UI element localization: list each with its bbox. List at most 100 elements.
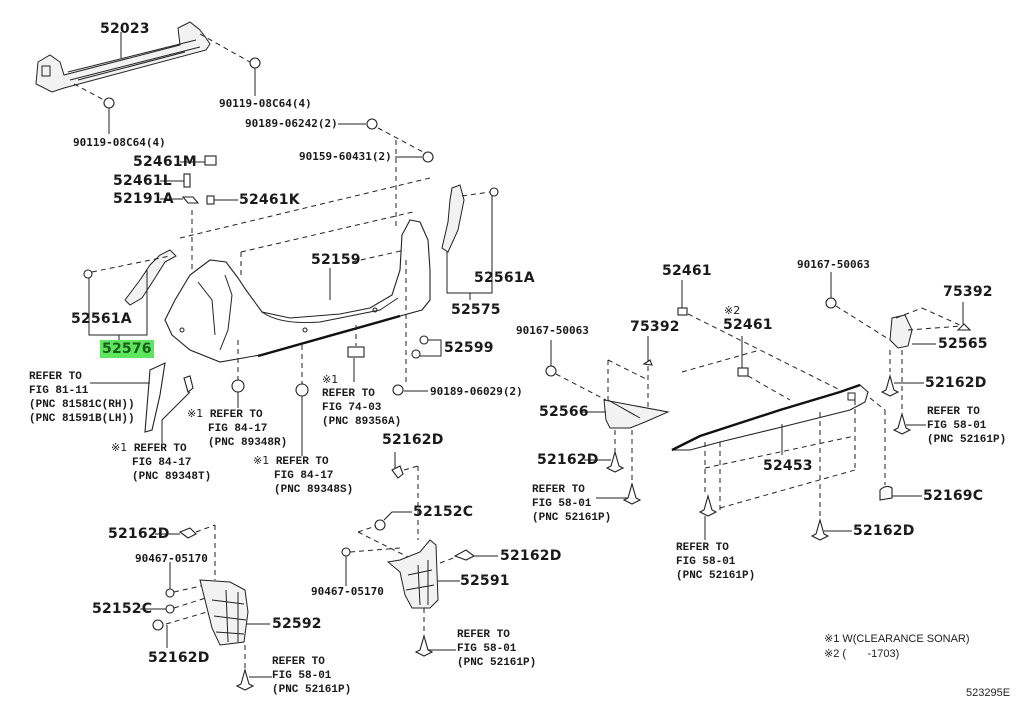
bolt-90119-left[interactable]	[103, 97, 115, 109]
clip-52162D-center-right[interactable]	[453, 549, 476, 561]
reference-fig-81-11[interactable]: REFER TO FIG 81-11 (PNC 81581C(RH)) (PNC…	[29, 370, 135, 426]
part-number-52599[interactable]: 52599	[444, 340, 494, 356]
pad-75392-left[interactable]	[642, 359, 653, 366]
screw-52561A-left[interactable]	[83, 269, 93, 279]
clip-52152C-left[interactable]	[165, 604, 175, 614]
part-number-52159[interactable]: 52159	[311, 252, 361, 268]
part-number-52461K[interactable]: 52461K	[239, 192, 300, 208]
part-number-52023[interactable]: 52023	[100, 21, 150, 37]
part-number-52461-b[interactable]: 52461	[723, 317, 773, 333]
clip-52152C-center[interactable]	[374, 519, 386, 531]
nut-90167-right[interactable]	[825, 297, 837, 309]
mudguard-52591[interactable]	[386, 539, 439, 609]
reference-fig-84-17-89348R[interactable]: ※1 REFER TO FIG 84-17 (PNC 89348R)	[187, 407, 287, 450]
sonar-bracket-89356A[interactable]	[347, 346, 365, 358]
reference-fig-74-03[interactable]: ※1 REFER TO FIG 74-03 (PNC 89356A)	[322, 373, 401, 429]
part-number-75392-left[interactable]: 75392	[630, 319, 680, 335]
clip-52599-a[interactable]	[419, 335, 429, 345]
pad-52191A[interactable]	[181, 196, 200, 204]
screw-90159[interactable]	[422, 151, 434, 163]
part-number-52561A-left[interactable]: 52561A	[71, 311, 132, 327]
part-number-52162D-center-right[interactable]: 52162D	[500, 548, 562, 564]
reflector-52566[interactable]	[603, 399, 670, 429]
part-number-52162D-bottom-right[interactable]: 52162D	[853, 523, 915, 539]
part-number-90119-left[interactable]: 90119-08C64(4)	[73, 136, 166, 149]
clip-52162D-center[interactable]	[391, 465, 404, 479]
part-number-52453[interactable]: 52453	[763, 458, 813, 474]
reference-fig-58-01-left[interactable]: REFER TO FIG 58-01 (PNC 52161P)	[272, 655, 351, 697]
pad-75392-right[interactable]	[956, 323, 972, 331]
part-number-90159-60431[interactable]: 90159-60431(2)	[299, 150, 392, 163]
sonar-sensor-89348T[interactable]	[183, 375, 194, 393]
cap-52169C[interactable]	[879, 485, 893, 501]
pad-52461-b[interactable]	[737, 367, 749, 377]
bracket-52575[interactable]	[441, 184, 465, 253]
part-number-52162D-left-top[interactable]: 52162D	[108, 526, 170, 542]
reflector-81581C[interactable]	[144, 362, 166, 433]
clip-52161P-center[interactable]	[414, 633, 434, 657]
bracket-52565[interactable]	[889, 314, 913, 349]
reference-fig-58-01-center[interactable]: REFER TO FIG 58-01 (PNC 52161P)	[457, 628, 536, 670]
clip-52162D-right-top[interactable]	[880, 373, 900, 397]
part-number-52162D-right-top[interactable]: 52162D	[925, 375, 987, 391]
part-number-52592[interactable]: 52592	[272, 616, 322, 632]
nut-90467-center[interactable]	[341, 547, 351, 557]
part-number-52162D-mid-left[interactable]: 52162D	[537, 452, 599, 468]
part-number-90189-06029[interactable]: 90189-06029(2)	[430, 385, 523, 398]
part-number-52191A[interactable]: 52191A	[113, 191, 174, 207]
bumper-cover-52159[interactable]	[164, 219, 431, 363]
reference-fig-84-17-89348S[interactable]: ※1 REFER TO FIG 84-17 (PNC 89348S)	[253, 454, 353, 497]
part-number-52162D-center[interactable]: 52162D	[382, 432, 444, 448]
pad-52461K[interactable]	[206, 195, 215, 205]
reference-fig-58-01-mid-left[interactable]: REFER TO FIG 58-01 (PNC 52161P)	[532, 483, 611, 525]
screw-52561A-right[interactable]	[489, 187, 499, 197]
pad-52461-a[interactable]	[677, 307, 688, 316]
mudguard-52592[interactable]	[199, 579, 249, 646]
bracket-52576[interactable]	[124, 249, 177, 306]
clip-52161P-mid[interactable]	[698, 493, 718, 517]
part-number-52162D-left-bottom[interactable]: 52162D	[148, 650, 210, 666]
sonar-retainer-89348S[interactable]	[295, 383, 309, 397]
clip-52161P-left[interactable]	[235, 667, 255, 691]
part-number-52461M[interactable]: 52461M	[133, 154, 197, 170]
part-number-52152C-left[interactable]: 52152C	[92, 601, 153, 617]
clip-52162D-mid-left[interactable]	[605, 449, 625, 473]
clip-90189-06242[interactable]	[366, 118, 378, 130]
part-number-90189-06242[interactable]: 90189-06242(2)	[245, 117, 338, 130]
reinforcement-beam-52023[interactable]	[35, 21, 211, 93]
part-number-52461L[interactable]: 52461L	[113, 173, 172, 189]
part-number-90167-right[interactable]: 90167-50063	[797, 258, 870, 271]
part-number-52561A-right[interactable]: 52561A	[474, 270, 535, 286]
part-number-52152C-center[interactable]: 52152C	[413, 504, 474, 520]
bolt-90119-right[interactable]	[249, 57, 261, 69]
reference-fig-58-01-right[interactable]: REFER TO FIG 58-01 (PNC 52161P)	[927, 405, 1006, 447]
part-number-52461-a[interactable]: 52461	[662, 263, 712, 279]
part-number-52575[interactable]: 52575	[451, 302, 501, 318]
ref-line: REFER TO	[272, 656, 325, 668]
part-number-52566[interactable]: 52566	[539, 404, 589, 420]
part-number-52169C[interactable]: 52169C	[923, 488, 984, 504]
clip-90189-06029[interactable]	[392, 384, 404, 396]
clip-52161P-right[interactable]	[892, 411, 912, 435]
part-number-52591[interactable]: 52591	[460, 573, 510, 589]
part-number-90119-right[interactable]: 90119-08C64(4)	[219, 97, 312, 110]
garnish-52453[interactable]	[671, 383, 869, 452]
part-number-75392-right[interactable]: 75392	[943, 284, 993, 300]
sonar-retainer-89348R[interactable]	[231, 379, 245, 393]
part-number-90467-center[interactable]: 90467-05170	[311, 585, 384, 598]
part-number-52565[interactable]: 52565	[938, 336, 988, 352]
nut-90467-left[interactable]	[165, 588, 175, 598]
part-number-90167-left[interactable]: 90167-50063	[516, 324, 589, 337]
pad-52461M[interactable]	[204, 155, 217, 166]
reference-fig-58-01-mid[interactable]: REFER TO FIG 58-01 (PNC 52161P)	[676, 541, 755, 583]
part-number-52576-highlighted[interactable]: 52576	[100, 340, 154, 358]
nut-90167-left[interactable]	[545, 365, 557, 377]
part-number-90467-left[interactable]: 90467-05170	[135, 552, 208, 565]
pad-52461L[interactable]	[183, 173, 191, 188]
clip-52162D-left-bottom[interactable]	[152, 619, 164, 631]
reference-fig-84-17-89348T[interactable]: ※1 REFER TO FIG 84-17 (PNC 89348T)	[111, 441, 211, 484]
clip-52162D-bottom-right[interactable]	[810, 517, 830, 541]
clip-52161P-mid-left[interactable]	[622, 481, 642, 505]
clip-52599-b[interactable]	[411, 349, 421, 359]
clip-52162D-left-top[interactable]	[178, 527, 197, 539]
